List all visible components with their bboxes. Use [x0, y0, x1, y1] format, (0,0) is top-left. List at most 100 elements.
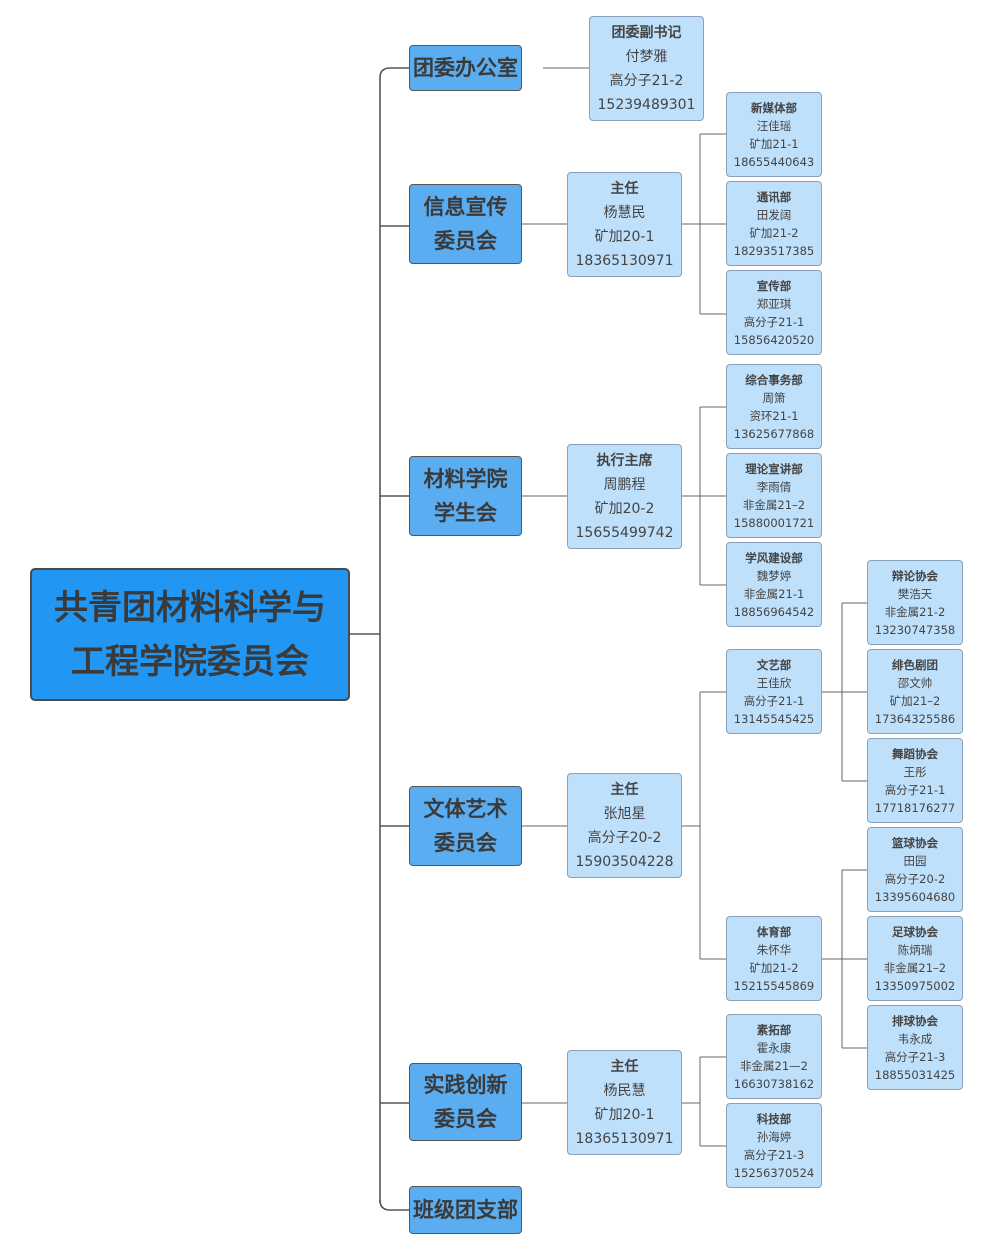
- dept-title: 素拓部: [756, 1022, 792, 1037]
- club-dance[interactable]: 舞蹈协会 王彤 高分子21-1 17718176277: [867, 738, 963, 823]
- dept-class: 资环21-1: [749, 408, 799, 423]
- club-class: 非金属21-2: [884, 604, 946, 619]
- leader-practice[interactable]: 主任 杨民慧 矿加20-1 18365130971: [567, 1050, 682, 1155]
- branch-practice[interactable]: 实践创新 委员会: [409, 1063, 522, 1141]
- dept-phone: 15880001721: [733, 515, 815, 530]
- leader-title: 团委副书记: [611, 24, 682, 41]
- club-title: 足球协会: [892, 924, 938, 939]
- branch-label-line2: 委员会: [434, 831, 497, 855]
- dept-title: 体育部: [756, 924, 792, 939]
- leader-phone: 18365130971: [575, 252, 674, 269]
- leader-name: 杨民慧: [603, 1082, 646, 1099]
- leader-phone: 15239489301: [597, 96, 696, 113]
- root-title-line2: 工程学院委员会: [71, 641, 309, 682]
- club-name: 韦永成: [897, 1031, 933, 1046]
- dept-phone: 13145545425: [733, 711, 815, 726]
- branch-label-line1: 文体艺术: [423, 797, 508, 821]
- branch-label-line2: 学生会: [434, 501, 497, 525]
- dept-theory[interactable]: 理论宣讲部 李雨倩 非金属21–2 15880001721: [726, 453, 822, 538]
- dept-phone: 15856420520: [733, 332, 815, 347]
- dept-class: 高分子21-1: [743, 693, 805, 708]
- branch-label-line1: 信息宣传: [423, 195, 508, 219]
- branch-arts[interactable]: 文体艺术 委员会: [409, 786, 522, 866]
- branch-class[interactable]: 班级团支部: [409, 1186, 522, 1234]
- dept-name: 霍永康: [756, 1040, 792, 1055]
- dept-class: 矿加21-2: [749, 225, 799, 240]
- club-title: 辩论协会: [892, 568, 938, 583]
- club-title: 篮球协会: [892, 835, 938, 850]
- branch-label: 班级团支部: [413, 1198, 518, 1222]
- dept-title: 通讯部: [756, 189, 792, 204]
- dept-study[interactable]: 学风建设部 魏梦婷 非金属21-1 18856964542: [726, 542, 822, 627]
- leader-phone: 15903504228: [575, 853, 674, 870]
- dept-name: 魏梦婷: [756, 568, 792, 583]
- club-basketball[interactable]: 篮球协会 田园 高分子20-2 13395604680: [867, 827, 963, 912]
- dept-phone: 13625677868: [733, 426, 815, 441]
- club-name: 邵文帅: [897, 675, 933, 690]
- dept-title: 综合事务部: [745, 372, 803, 387]
- dept-class: 高分子21-3: [743, 1147, 805, 1162]
- dept-name: 周箫: [762, 390, 786, 405]
- club-class: 高分子21-3: [884, 1049, 946, 1064]
- dept-name: 郑亚琪: [756, 296, 792, 311]
- club-phone: 13230747358: [874, 622, 956, 637]
- dept-comm[interactable]: 通讯部 田发阔 矿加21-2 18293517385: [726, 181, 822, 266]
- leader-union[interactable]: 执行主席 周鹏程 矿加20-2 15655499742: [567, 444, 682, 549]
- leader-class: 高分子21-2: [609, 72, 684, 89]
- club-class: 非金属21–2: [883, 960, 947, 975]
- dept-sports[interactable]: 体育部 朱怀华 矿加21-2 15215545869: [726, 916, 822, 1001]
- leader-phone: 18365130971: [575, 1130, 674, 1147]
- leader-arts[interactable]: 主任 张旭星 高分子20-2 15903504228: [567, 773, 682, 878]
- dept-title: 文艺部: [756, 657, 792, 672]
- club-class: 高分子20-2: [884, 871, 946, 886]
- club-name: 王彤: [903, 764, 927, 779]
- branch-union[interactable]: 材料学院 学生会: [409, 456, 522, 536]
- branch-label-line1: 实践创新: [423, 1073, 508, 1097]
- club-debate[interactable]: 辩论协会 樊浩天 非金属21-2 13230747358: [867, 560, 963, 645]
- branch-info[interactable]: 信息宣传 委员会: [409, 184, 522, 264]
- dept-media[interactable]: 新媒体部 汪佳瑶 矿加21-1 18655440643: [726, 92, 822, 177]
- club-volleyball[interactable]: 排球协会 韦永成 高分子21-3 18855031425: [867, 1005, 963, 1090]
- dept-title: 新媒体部: [751, 100, 797, 115]
- leader-info[interactable]: 主任 杨慧民 矿加20-1 18365130971: [567, 172, 682, 277]
- dept-phone: 15256370524: [733, 1165, 815, 1180]
- leader-title: 主任: [610, 180, 639, 197]
- branch-label-line2: 委员会: [434, 229, 497, 253]
- dept-title: 宣传部: [756, 278, 792, 293]
- leader-class: 矿加20-2: [594, 500, 655, 517]
- dept-name: 王佳欣: [756, 675, 792, 690]
- club-drama[interactable]: 绯色剧团 邵文帅 矿加21–2 17364325586: [867, 649, 963, 734]
- root-node[interactable]: 共青团材料科学与 工程学院委员会: [30, 568, 350, 701]
- root-title-line1: 共青团材料科学与: [54, 587, 326, 628]
- dept-arts[interactable]: 文艺部 王佳欣 高分子21-1 13145545425: [726, 649, 822, 734]
- dept-class: 高分子21-1: [743, 314, 805, 329]
- branch-label-line2: 委员会: [434, 1107, 497, 1131]
- leader-class: 矿加20-1: [594, 1106, 655, 1123]
- leader-name: 杨慧民: [603, 204, 646, 221]
- dept-title: 学风建设部: [745, 550, 803, 565]
- dept-name: 李雨倩: [756, 479, 792, 494]
- club-phone: 18855031425: [874, 1067, 956, 1082]
- dept-publicity[interactable]: 宣传部 郑亚琪 高分子21-1 15856420520: [726, 270, 822, 355]
- club-class: 高分子21-1: [884, 782, 946, 797]
- dept-name: 汪佳瑶: [756, 118, 792, 133]
- leader-name: 付梦雅: [625, 48, 668, 65]
- club-football[interactable]: 足球协会 陈炳瑞 非金属21–2 13350975002: [867, 916, 963, 1001]
- dept-affairs[interactable]: 综合事务部 周箫 资环21-1 13625677868: [726, 364, 822, 449]
- club-phone: 13395604680: [874, 889, 956, 904]
- dept-tech[interactable]: 科技部 孙海婷 高分子21-3 15256370524: [726, 1103, 822, 1188]
- club-title: 绯色剧团: [892, 657, 938, 672]
- leader-name: 周鹏程: [603, 476, 646, 493]
- club-name: 田园: [903, 853, 927, 868]
- leader-phone: 15655499742: [575, 524, 674, 541]
- dept-outreach[interactable]: 素拓部 霍永康 非金属21—2 16630738162: [726, 1014, 822, 1099]
- dept-phone: 16630738162: [733, 1076, 815, 1091]
- club-title: 排球协会: [892, 1013, 938, 1028]
- branch-office[interactable]: 团委办公室: [409, 45, 522, 91]
- leader-class: 矿加20-1: [594, 228, 655, 245]
- club-title: 舞蹈协会: [892, 746, 938, 761]
- dept-phone: 18293517385: [733, 243, 815, 258]
- leader-class: 高分子20-2: [587, 829, 662, 846]
- leader-office[interactable]: 团委副书记 付梦雅 高分子21-2 15239489301: [589, 16, 704, 121]
